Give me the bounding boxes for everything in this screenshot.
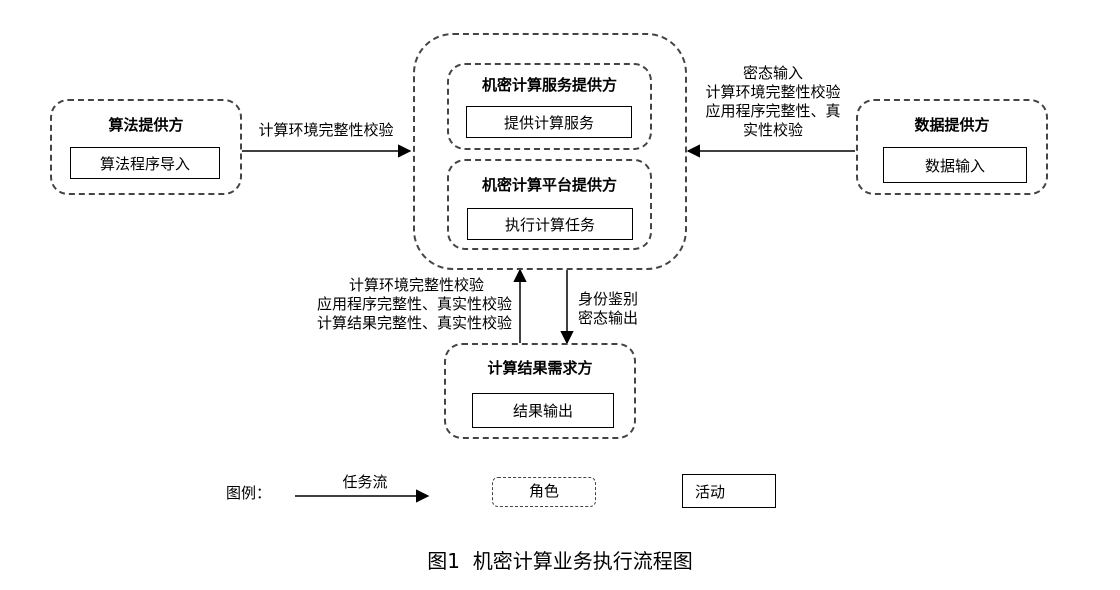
figure-caption: 图1 机密计算业务执行流程图 [427,549,693,573]
activity-provide-service: 提供计算服务 [466,106,632,138]
role-algo-provider [50,99,242,195]
legend-activity-label: 活动 [695,482,726,501]
role-service-provider [447,63,652,150]
role-data-title: 数据提供方 [914,116,990,134]
role-data-provider [856,99,1048,195]
legend-role-label: 角色 [528,482,559,500]
flow-label-result-down: 身份鉴别 密态输出 [578,290,639,327]
legend-activity-box: 活动 [682,474,776,508]
flow-label-data: 密态输入 计算环境完整性校验 应用程序完整性、真 实性校验 [705,64,841,139]
role-result-title: 计算结果需求方 [487,359,593,377]
role-algo-title: 算法提供方 [108,116,184,134]
flow-label-result-up: 计算环境完整性校验 应用程序完整性、真实性校验 计算结果完整性、真实性校验 [316,276,512,332]
legend-flow-label: 任务流 [342,473,388,491]
role-result-requester [444,343,636,439]
activity-algo-import: 算法程序导入 [70,147,220,179]
role-platform-provider [447,159,652,250]
center-outer-boundary [413,33,687,270]
role-service-title: 机密计算服务提供方 [481,76,617,94]
activity-execute-task: 执行计算任务 [467,208,633,240]
activity-data-input: 数据输入 [883,147,1027,183]
flow-label-algo: 计算环境完整性校验 [258,121,394,139]
activity-result-output: 结果输出 [472,393,614,428]
legend-label: 图例： [226,484,272,502]
legend-role-box [492,477,596,507]
role-platform-title: 机密计算平台提供方 [481,176,617,194]
